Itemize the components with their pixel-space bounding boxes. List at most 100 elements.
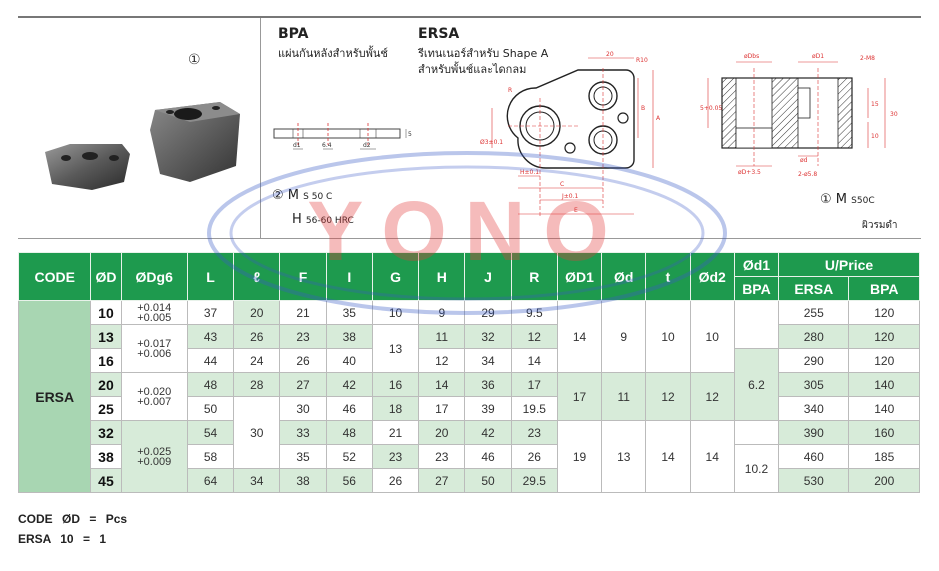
th-d2: Ød2	[689, 252, 735, 301]
cell-d: 13	[90, 324, 122, 349]
cell-r: 14	[510, 348, 558, 373]
cell-dd: 9	[601, 300, 647, 373]
cell-i: 42	[325, 372, 373, 397]
th-price: U/Price	[778, 252, 920, 277]
cell-d1: 6.2	[733, 348, 780, 421]
th-d1-bpa: BPA	[733, 276, 780, 301]
cell-h: 11	[418, 324, 466, 349]
cell-i: 56	[325, 468, 373, 493]
cell-l: 43	[186, 324, 235, 349]
cell-g: 10	[371, 300, 420, 325]
th-price-bpa: BPA	[848, 276, 920, 301]
sec-d58: 2-ø5.8	[798, 171, 817, 178]
note-10: 10	[60, 532, 74, 546]
th-d1: Ød1	[733, 252, 780, 277]
ersa-section-drawing: øDbs øD1 2-M8 ød 2-ø5.8 øD+3.5 5+0.05 15…	[700, 53, 898, 178]
cell-f: 26	[279, 348, 327, 373]
note-pcs: Pcs	[105, 512, 128, 526]
sec-d1: øD1	[812, 53, 824, 60]
cell-i: 38	[325, 324, 373, 349]
cell-price-ersa: 340	[778, 396, 850, 421]
th-dg6: ØDg6	[120, 252, 188, 301]
th-l: L	[186, 252, 235, 301]
cell-price-bpa: 120	[848, 348, 920, 373]
cell-t: 14	[645, 420, 691, 493]
bpa-subtitle: แผ่นกันหลังสำหรับพั้นช์	[278, 47, 388, 60]
ersa-subtitle-1: รีเทนเนอร์สำหรับ Shape A	[418, 47, 549, 60]
ersa-material-index: ①	[820, 192, 832, 207]
cell-ell: 26	[233, 324, 281, 349]
ersa-dim20: 20	[606, 51, 614, 58]
cell-price-ersa: 290	[778, 348, 850, 373]
table-row: ERSA 10 +0.014+0.005 37 20 21 35 10 9 29…	[17, 300, 920, 493]
cell-price-bpa: 160	[848, 420, 920, 445]
cell-ell: 20	[233, 300, 281, 325]
cell-l: 48	[186, 372, 235, 397]
ersa-material-value: S50C	[851, 196, 875, 206]
cell-r: 26	[510, 444, 558, 469]
ersa-subtitle-2: สำหรับพั้นช์และไดกลม	[418, 63, 527, 76]
cell-j: 50	[464, 468, 512, 493]
cell-h: 14	[418, 372, 466, 397]
bpa-hardness-label: H	[292, 212, 302, 227]
sec-d35: øD+3.5	[738, 169, 761, 176]
cell-f: 27	[279, 372, 327, 397]
cell-d: 38	[90, 444, 122, 469]
cell-d: 16	[90, 348, 122, 373]
cell-price-bpa: 120	[848, 324, 920, 349]
note-eq2: =	[82, 532, 90, 546]
bpa-material-index: ②	[272, 188, 284, 203]
tol-lower: +0.005	[137, 311, 172, 324]
cell-g: 13	[371, 324, 420, 373]
code-note-line1: CODE ØD = Pcs	[18, 512, 127, 532]
th-D1: ØD1	[556, 252, 603, 301]
cell-d: 10	[90, 300, 122, 325]
cell-r: 29.5	[510, 468, 558, 493]
th-ell: ℓ	[233, 252, 281, 301]
sec-d: ød	[800, 157, 808, 164]
code-note-line2: ERSA 10 = 1	[18, 532, 127, 552]
cell-ell: 30	[233, 396, 281, 469]
top-rule	[18, 16, 921, 18]
cell-j: 42	[464, 420, 512, 445]
cell-dg6: +0.017+0.006	[120, 324, 188, 373]
ersa-material-label: M	[835, 192, 848, 207]
cell-f: 33	[279, 420, 327, 445]
tol-upper: +0.020	[137, 385, 172, 398]
ersa-r10: R10	[636, 57, 648, 64]
th-code: CODE	[17, 252, 92, 301]
bpa-hardness-value: 56-60 HRC	[305, 216, 354, 226]
bpa-material: ② M S 50 C	[272, 188, 332, 203]
cell-g: 16	[371, 372, 420, 397]
product-photo	[45, 102, 240, 190]
cell-i: 46	[325, 396, 373, 421]
cell-f: 38	[279, 468, 327, 493]
tol-upper: +0.025	[137, 445, 172, 458]
cell-g: 23	[371, 444, 420, 469]
cell-d1: 10.2	[733, 444, 780, 493]
cell-dd: 11	[601, 372, 647, 421]
cell-r: 9.5	[510, 300, 558, 325]
tol-upper: +0.017	[137, 337, 172, 350]
ersa-dsym: Ø3±0.1	[480, 139, 503, 146]
cell-j: 29	[464, 300, 512, 325]
th-j: J	[464, 252, 512, 301]
cell-dg6: +0.014+0.005	[120, 300, 188, 325]
cell-t: 12	[645, 372, 691, 421]
cell-r: 19.5	[510, 396, 558, 421]
ersa-material: ① M S50C	[820, 192, 875, 207]
cell-t: 10	[645, 300, 691, 373]
bpa-material-value: S 50 C	[303, 192, 333, 202]
table-row: 16 44 24 26 40 12 34 14 6.2 290 120	[19, 348, 920, 421]
th-f: F	[279, 252, 327, 301]
table-row: 13 +0.017+0.006 43 26 23 38 13 11 32 12 …	[19, 324, 920, 373]
cell-g: 26	[371, 468, 420, 493]
cell-price-ersa: 280	[778, 324, 850, 349]
bpa-mid-label: 6.4	[322, 142, 332, 149]
cell-d1-empty	[733, 300, 780, 349]
th-r: R	[510, 252, 558, 301]
cell-j: 32	[464, 324, 512, 349]
ersa-h: H±0.1	[520, 169, 539, 176]
th-h: H	[418, 252, 466, 301]
spec-table: CODE ØD ØDg6 L ℓ F I G H J R ØD1 Ød t Ød…	[17, 252, 920, 493]
